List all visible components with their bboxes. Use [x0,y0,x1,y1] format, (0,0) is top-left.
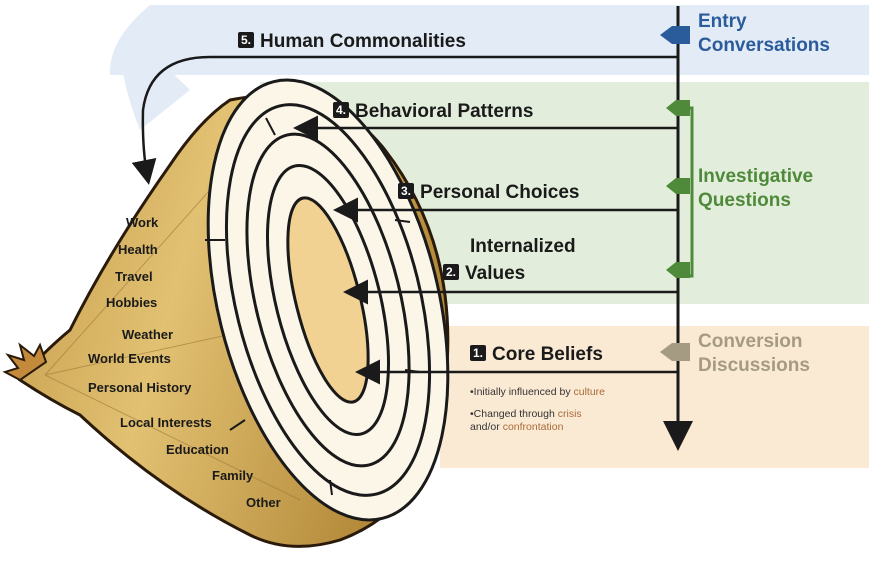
layer-2-label-line1: Internalized [470,236,576,257]
conversion-zone-label: Conversion Discussions [698,330,810,378]
investigative-zone-label: Investigative Questions [698,165,813,213]
entry-zone-label: Entry Conversations [698,10,830,58]
layer-5-number: 5. [238,32,255,48]
investigative-zone-line1: Investigative [698,166,814,187]
investigative-marker-2 [666,178,690,194]
conversion-zone-line2: Discussions [698,355,810,376]
layer-1-number: 1. [470,345,487,361]
layer-2-text: Values [465,263,526,284]
entry-zone-curve [120,40,190,130]
layer-3-text: Personal Choices [420,182,580,203]
layer-3-number: 3. [398,183,415,199]
layer-4-number: 4. [333,102,350,118]
entry-marker [660,26,690,44]
core-note-1-highlight: culture [573,386,605,398]
topic-weather: Weather [122,327,174,342]
topic-health: Health [118,242,158,257]
topic-hobbies: Hobbies [106,295,158,310]
layer-4-label: 4. Behavioral Patterns [333,101,533,123]
topic-personal-history: Personal History [88,380,192,395]
core-note-1-prefix: •Initially influenced by [470,386,574,398]
topic-travel: Travel [115,269,153,284]
layer-4-text: Behavioral Patterns [355,101,534,122]
core-note-2-prefix: •Changed through [470,408,558,420]
core-note-3-prefix: and/or [470,421,503,433]
entry-zone-line1: Entry [698,11,747,32]
layer-1-label: 1. Core Beliefs [470,344,603,366]
core-note-2-highlight: crisis [557,408,582,420]
layer-1-text: Core Beliefs [492,344,603,365]
layer-2-number: 2. [443,264,460,280]
onion-root [2,342,48,382]
entry-zone-line2: Conversations [698,35,830,56]
core-note-1: •Initially influenced by culture [470,386,605,399]
investigative-zone-line2: Questions [698,190,791,211]
conversion-zone-line1: Conversion [698,331,803,352]
topic-education: Education [166,442,229,457]
layer-5-label: 5. Human Commonalities [238,31,466,53]
skin-lines [44,189,301,501]
investigative-marker-3 [666,262,690,278]
topic-family: Family [212,468,254,483]
topic-other: Other [246,495,281,510]
layer-3-label: 3. Personal Choices [398,182,579,204]
investigative-marker-1 [666,100,690,116]
core-note-2: •Changed through crisis [470,408,582,421]
conversion-zone-band [440,326,869,468]
conversion-marker [660,343,690,361]
core-note-3-highlight: confrontation [502,421,564,433]
core-note-3: and/or confrontation [470,421,563,434]
topic-local-interests: Local Interests [120,415,212,430]
layer-2-label: 2. Values [443,263,525,285]
arrow-human-commonalities [131,55,678,185]
layer-5-text: Human Commonalities [260,31,466,52]
topic-work: Work [126,215,159,230]
topic-world-events: World Events [88,351,171,366]
